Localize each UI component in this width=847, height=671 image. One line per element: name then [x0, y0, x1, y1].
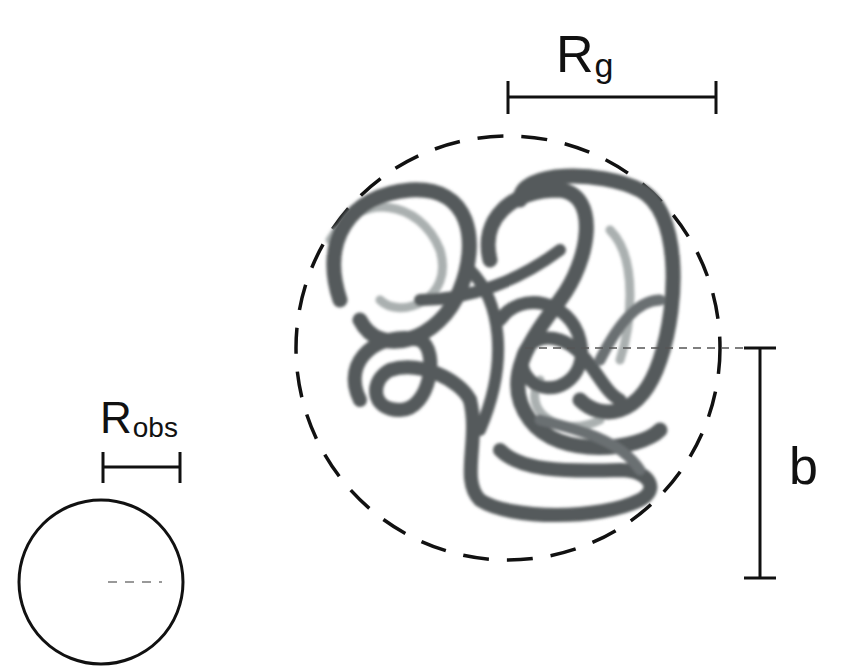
- b-reference-line: [525, 347, 752, 349]
- b-label: b: [789, 440, 818, 492]
- rg-label: Rg: [556, 28, 613, 82]
- robs-label: Robs: [100, 396, 178, 442]
- symbol-text: b: [789, 437, 818, 495]
- rg-bar: [508, 81, 716, 114]
- subscript-text: obs: [133, 412, 178, 443]
- robs-bar: [103, 452, 180, 483]
- symbol-text: R: [556, 25, 594, 83]
- subscript-text: g: [595, 46, 614, 84]
- obstacle-circle: [19, 500, 183, 664]
- polymer-coil: [330, 176, 673, 515]
- b-bar: [744, 348, 776, 578]
- radius-line: [108, 581, 162, 583]
- symbol-text: R: [100, 393, 132, 442]
